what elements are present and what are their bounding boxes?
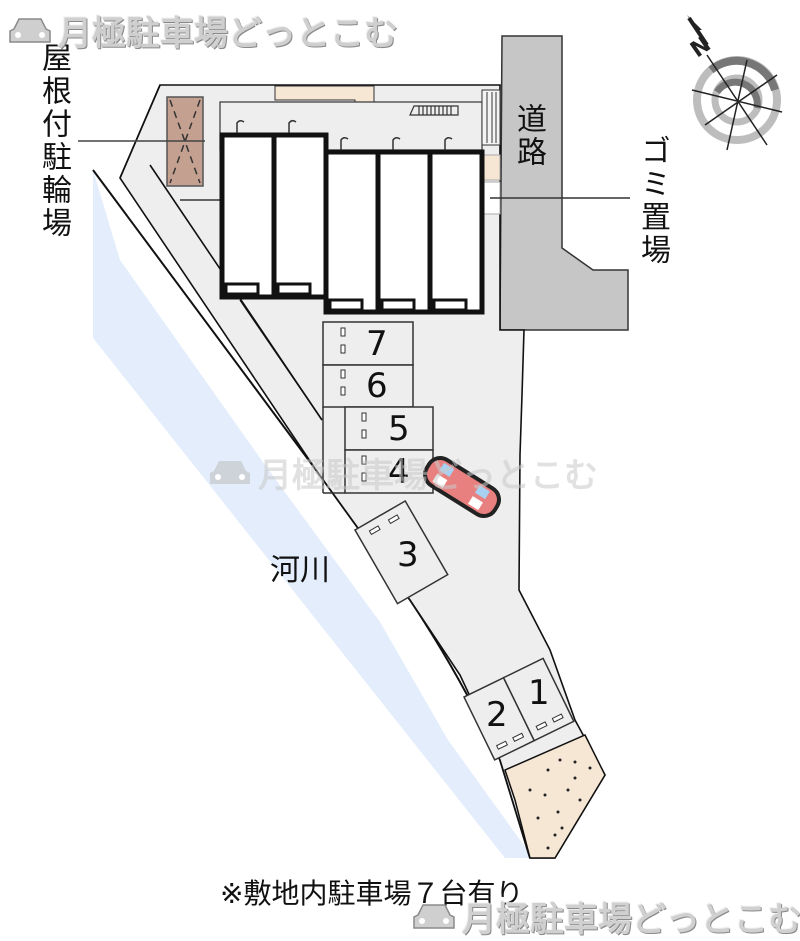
footer-note: ※敷地内駐車場７台有り [220,877,524,910]
covered-bicycle-parking-label: 屋根付駐輪場 [36,42,71,240]
parking-grid-upper [322,321,434,494]
planting-area [504,734,606,859]
road-area [499,35,629,331]
parking-space-2: 2 [486,695,508,735]
garbage-area-label: ゴミ置場 [635,135,670,267]
car-icon [9,17,51,43]
parking-space-6: 6 [366,366,388,406]
river-label: 河川 [270,553,330,588]
garbage-area [481,154,501,181]
stairs [409,105,459,116]
parking-space-3: 3 [397,535,419,575]
watermark-text: 月極駐車場どっとこむ [462,900,800,940]
parking-space-5: 5 [388,409,410,449]
parking-space-7: 7 [366,324,388,364]
compass-rose-icon [687,15,783,151]
apartment-building [219,132,485,315]
car-icon [413,903,455,929]
watermark-text: 月極駐車場どっとこむ [58,14,398,54]
watermark-top: 月極駐車場どっとこむ [8,6,398,55]
watermark-bottom: 月極駐車場どっとこむ [412,892,800,941]
car-icon [423,455,501,519]
car-icon [210,460,250,484]
road-label: 道路 [511,103,546,169]
parking-space-4: 4 [388,452,410,492]
watermark-text: 月極駐車場どっとこむ [258,456,598,496]
watermark-center: 月極駐車場どっとこむ [208,448,598,497]
compass-north-label: N [686,32,715,63]
parking-space-1: 1 [528,673,550,713]
